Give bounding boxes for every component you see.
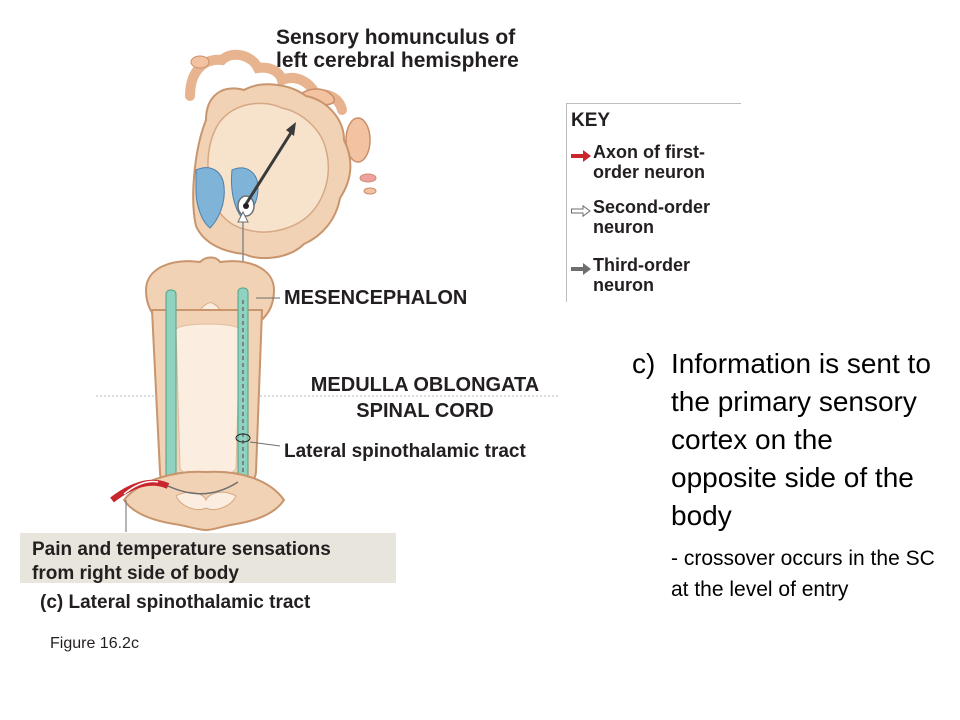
key-item-first-order-line2: order neuron: [593, 162, 706, 182]
medulla-spinal-label: MEDULLA OBLONGATA SPINAL CORD: [290, 372, 560, 424]
description-subnote: - crossover occurs in the SC at the leve…: [671, 547, 935, 601]
description-block: c) Information is sent to the primary se…: [632, 345, 952, 535]
key-item-first-order: Axon of first- order neuron: [571, 142, 741, 182]
key-item-second-order-line1: Second-order: [593, 197, 711, 217]
spinal-cord-column: [150, 287, 264, 502]
lateral-spinothalamic-tract-label: Lateral spinothalamic tract: [284, 441, 526, 462]
spinothalamic-pathway-illustration: [96, 49, 560, 532]
homunculus-title: Sensory homunculus of left cerebral hemi…: [276, 26, 519, 72]
key-item-third-order: Third-order neuron: [571, 255, 741, 295]
red-arrow-icon: [571, 142, 593, 182]
cerebral-cortex-section: [192, 83, 352, 260]
spinal-cord-label: SPINAL CORD: [356, 400, 494, 422]
medulla-oblongata-label: MEDULLA OBLONGATA: [310, 374, 540, 396]
hollow-arrow-icon: [571, 197, 593, 237]
description-text: Information is sent to the primary senso…: [671, 348, 931, 531]
key-item-third-order-line2: neuron: [593, 275, 654, 295]
gray-arrow-icon: [571, 255, 593, 295]
mesencephalon-label: MESENCEPHALON: [284, 287, 468, 309]
key-item-third-order-line1: Third-order: [593, 255, 690, 275]
key-item-second-order-line2: neuron: [593, 217, 654, 237]
pain-label-line1: Pain and temperature sensations: [32, 539, 331, 560]
figure-number: Figure 16.2c: [50, 635, 139, 652]
key-item-first-order-line1: Axon of first-: [593, 142, 705, 162]
pain-label-line2: from right side of body: [32, 563, 239, 584]
key-legend: KEY Axon of first- order neuron Second-o…: [566, 103, 741, 302]
key-title: KEY: [571, 110, 611, 131]
title-line-1: Sensory homunculus of: [276, 26, 516, 49]
pain-temperature-label-box: Pain and temperature sensations from rig…: [20, 533, 396, 584]
description-marker: c): [632, 348, 656, 379]
homunculus-figure: [185, 49, 377, 195]
figure-caption: (c) Lateral spinothalamic tract: [40, 592, 311, 613]
title-line-2: left cerebral hemisphere: [276, 49, 519, 72]
key-item-second-order: Second-order neuron: [571, 197, 741, 237]
